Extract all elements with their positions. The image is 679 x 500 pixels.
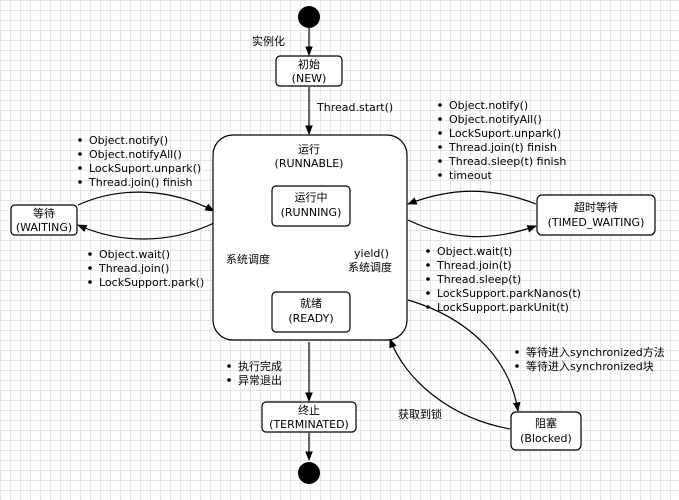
bullet-dot [438, 103, 442, 107]
state-timed-waiting-subtitle: (TIMED_WAITING) [548, 216, 645, 229]
bullet-dot [227, 364, 231, 368]
label-system-schedule: 系统调度 [226, 252, 270, 266]
state-runnable-box [212, 134, 408, 341]
bullet-dot [438, 131, 442, 135]
state-new-box [275, 55, 343, 87]
edge-timed-to-runnable [407, 190, 537, 205]
bullet-dot [78, 166, 82, 170]
bullet-item: 等待进入synchronized方法 [526, 345, 665, 359]
label-acquire-lock: 获取到锁 [398, 407, 442, 421]
state-waiting-title: 等待 [33, 206, 55, 220]
bullet-dot [426, 249, 430, 253]
bullet-dot [78, 152, 82, 156]
edge-waiting-to-runnable [77, 191, 215, 212]
bullet-item: LockSupport.park() [99, 276, 204, 289]
edge-runnable-to-blocked [407, 299, 521, 412]
list-runnable-to-waiting: Object.wait()Thread.join()LockSupport.pa… [88, 248, 204, 289]
bullet-dot [88, 266, 92, 270]
bullet-dot [426, 305, 430, 309]
bullet-item: 等待进入synchronized块 [526, 359, 654, 373]
bullet-item: Thread.join(t) finish [448, 141, 557, 154]
bullet-item: 执行完成 [238, 359, 282, 373]
bullet-item: timeout [449, 169, 493, 182]
label-yield-schedule: 系统调度 [348, 260, 392, 274]
bullet-dot [515, 350, 519, 354]
bullet-dot [438, 145, 442, 149]
state-timed-waiting-box [536, 194, 656, 236]
state-terminated-subtitle: (TERMINATED) [269, 418, 349, 431]
bullet-item: LockSupport.parkUnit(t) [437, 301, 569, 314]
label-thread-start: Thread.start() [316, 101, 393, 114]
state-waiting-box [10, 204, 78, 236]
state-runnable-title: 运行 [298, 143, 320, 156]
bullet-item: Thread.sleep(t) [436, 273, 521, 286]
list-runnable-to-timed: Object.wait(t)Thread.join(t)Thread.sleep… [426, 245, 581, 314]
bullet-item: Thread.sleep(t) finish [448, 155, 566, 168]
state-new-subtitle: (NEW) [292, 72, 327, 85]
bullet-item: LockSuport.unpark() [89, 162, 201, 175]
bullet-item: Object.wait(t) [437, 245, 512, 258]
list-waiting-to-runnable: Object.notify()Object.notifyAll()LockSup… [78, 134, 201, 189]
bullet-item: Thread.join(t) [436, 259, 512, 272]
state-ready-title: 就绪 [300, 296, 322, 310]
bullet-dot [227, 378, 231, 382]
bullet-item: Object.notify() [89, 134, 168, 147]
end-node [298, 462, 320, 484]
state-blocked-title: 阻塞 [535, 416, 557, 430]
bullet-dot [426, 291, 430, 295]
bullet-item: Object.notify() [449, 99, 528, 112]
bullet-dot [438, 173, 442, 177]
bullet-item: Thread.join() [98, 262, 169, 275]
state-ready-subtitle: (READY) [288, 312, 333, 325]
bullet-dot [88, 280, 92, 284]
bullet-dot [515, 364, 519, 368]
bullet-dot [438, 159, 442, 163]
state-runnable-subtitle: (RUNNABLE) [275, 157, 344, 170]
edge-runnable-to-timed [407, 219, 537, 238]
bullet-item: Object.notifyAll() [449, 113, 542, 126]
state-timed-waiting-title: 超时等待 [574, 200, 618, 214]
bullet-item: Object.wait() [99, 248, 170, 261]
edge-blocked-to-runnable [389, 338, 511, 430]
bullet-dot [438, 117, 442, 121]
bullet-item: Object.notifyAll() [89, 148, 182, 161]
state-running-subtitle: (RUNNING) [281, 206, 342, 219]
edge-runnable-to-waiting [77, 222, 215, 240]
label-instantiate: 实例化 [252, 34, 285, 48]
state-new-title: 初始 [298, 57, 320, 71]
state-blocked-subtitle: (Blocked) [520, 432, 572, 445]
start-node [298, 6, 320, 28]
state-running-box [271, 185, 351, 227]
bullet-dot [78, 138, 82, 142]
bullet-item: Thread.join() finish [88, 176, 193, 189]
state-waiting-subtitle: (WAITING) [16, 221, 72, 234]
state-terminated-title: 终止 [298, 403, 320, 417]
state-running-title: 运行中 [295, 191, 328, 204]
bullet-dot [426, 277, 430, 281]
bullet-dot [426, 263, 430, 267]
bullet-dot [88, 252, 92, 256]
bullet-item: 异常退出 [238, 373, 282, 387]
bullet-dot [78, 180, 82, 184]
label-yield: yield() [354, 247, 389, 260]
state-blocked-box [510, 411, 582, 451]
bullet-item: LockSupport.parkNanos(t) [437, 287, 581, 300]
bullet-item: LockSuport.unpark() [449, 127, 561, 140]
state-terminated-box [261, 401, 357, 433]
state-ready-box [271, 291, 351, 333]
list-timed-to-runnable: Object.notify()Object.notifyAll()LockSup… [438, 99, 566, 182]
